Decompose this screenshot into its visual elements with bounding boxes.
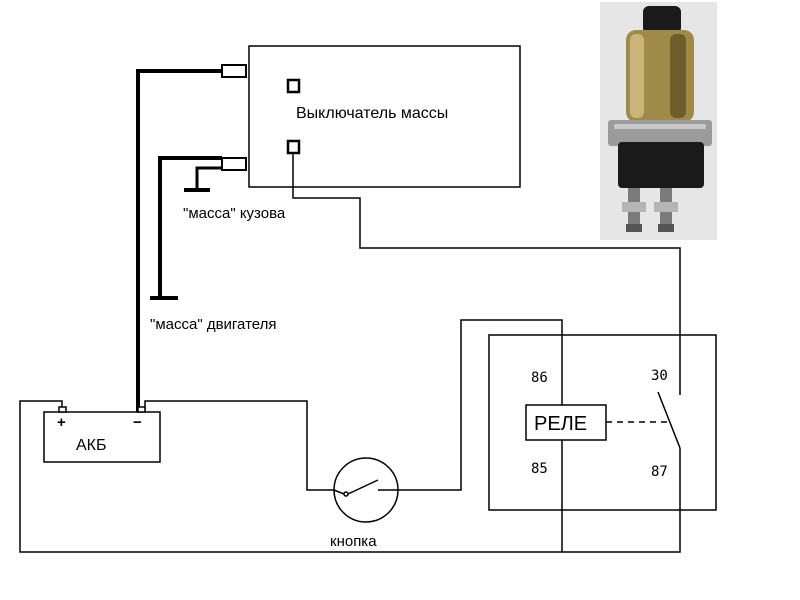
- relay-pin-87: 87: [651, 464, 668, 480]
- relay-box: [488, 334, 717, 511]
- mass-switch-box: [248, 45, 521, 188]
- switch-terminal-upper: [286, 78, 301, 94]
- button-to-relay86-wire: [398, 319, 563, 491]
- battery-minus-to-button-wire: [144, 400, 334, 491]
- engine-ground-wire: [158, 156, 222, 298]
- body-ground-wire: [195, 166, 222, 190]
- mass-switch-photo-icon: [600, 2, 717, 240]
- switch-connector-upper: [221, 64, 247, 78]
- relay-pin-85: 85: [531, 461, 548, 477]
- switch-terminal-lower: [286, 139, 301, 155]
- battery-plus-terminal: [58, 406, 67, 413]
- push-button-label: кнопка: [330, 533, 377, 550]
- battery-minus-terminal: [137, 406, 146, 413]
- push-button-lead-left: [333, 489, 345, 495]
- engine-ground-label: "масса" двигателя: [150, 316, 277, 333]
- switch-connector-lower: [221, 157, 247, 171]
- battery-minus-sign: −: [133, 414, 142, 431]
- relay-pin-30: 30: [651, 368, 668, 384]
- switch-to-relay30-wire: [292, 153, 681, 385]
- relay-label: РЕЛЕ: [534, 413, 587, 435]
- battery-label: АКБ: [76, 437, 107, 454]
- battery-plus-to-relay87-wire: [19, 400, 681, 553]
- body-ground-label: "масса" кузова: [183, 205, 286, 222]
- battery-plus-sign: +: [57, 414, 66, 431]
- relay-contact-arm: [657, 391, 681, 449]
- battery-minus-to-switch-wire: [136, 69, 222, 412]
- mass-switch-photo: [600, 2, 717, 240]
- relay-pin-86: 86: [531, 370, 548, 386]
- push-button-lever: [347, 479, 379, 495]
- mass-switch-label: Выключатель массы: [296, 105, 448, 122]
- battery-box: [43, 411, 161, 463]
